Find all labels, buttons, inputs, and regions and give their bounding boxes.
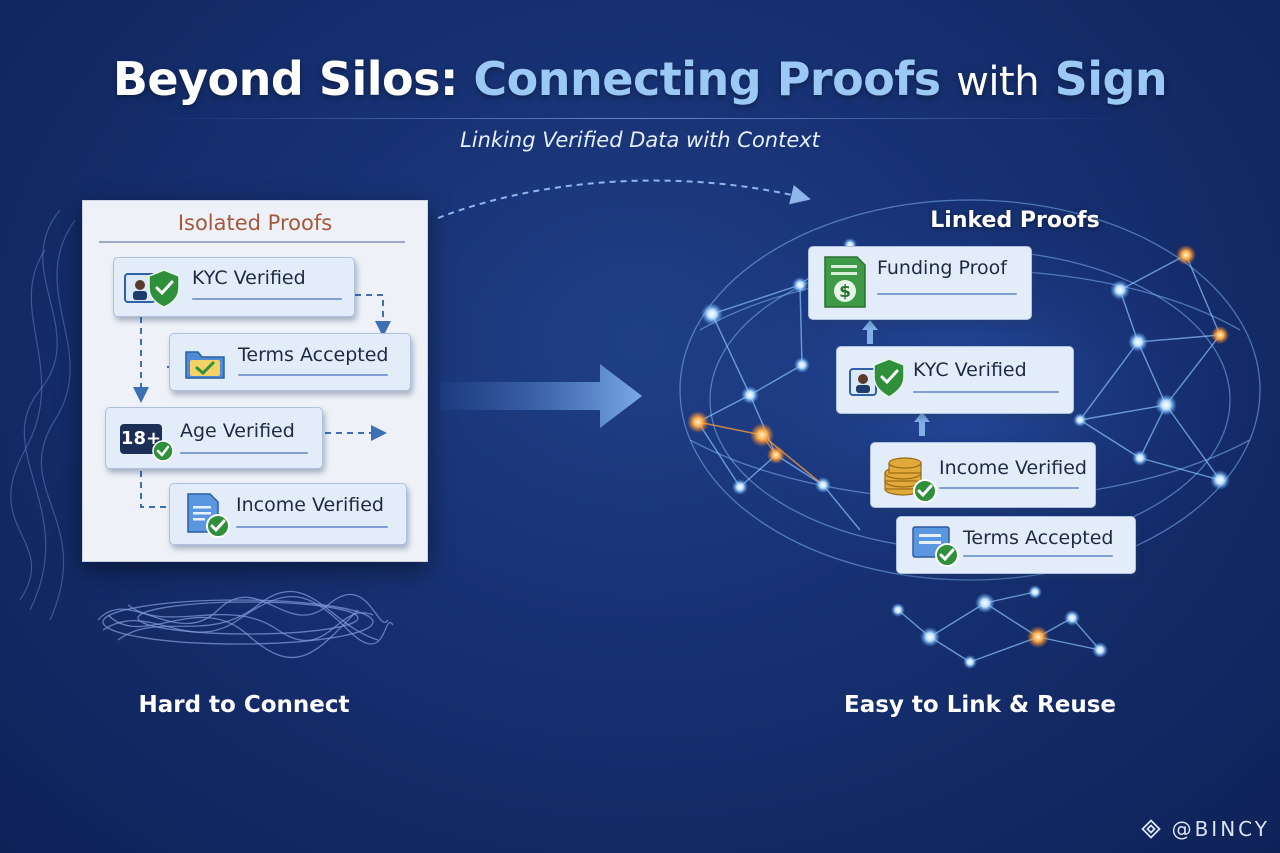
isolated-proofs-title: Isolated Proofs [177, 211, 333, 235]
transition-arrow-icon [440, 364, 642, 428]
id-card-shield-icon [124, 269, 180, 308]
linked-card-terms: Terms Accepted [896, 516, 1136, 574]
placeholder-line [238, 374, 388, 376]
isolated-card-kyc-label: KYC Verified [192, 267, 306, 289]
folder-check-icon [185, 351, 225, 379]
document-check-icon [187, 493, 230, 538]
isolated-card-terms-label: Terms Accepted [238, 344, 389, 366]
isolated-proofs-divider [99, 241, 405, 243]
isolated-card-kyc: KYC Verified [113, 257, 355, 317]
title-part-connecting: Connecting Proofs [473, 52, 941, 106]
title-part-beyond: Beyond Silos: [112, 52, 459, 106]
isolated-card-income: Income Verified [169, 483, 407, 545]
right-caption: Easy to Link & Reuse [844, 692, 1116, 718]
tangled-lines-decoration [97, 590, 394, 658]
isolated-card-terms: Terms Accepted [169, 333, 411, 391]
left-caption: Hard to Connect [138, 692, 350, 718]
title-part-with: with [956, 59, 1040, 105]
linked-card-kyc-label: KYC Verified [913, 359, 1027, 381]
linked-card-income-label: Income Verified [939, 457, 1087, 479]
isolated-proofs-panel: Isolated Proofs KYC Verified [82, 200, 428, 562]
document-check-icon [912, 526, 959, 567]
placeholder-line [963, 555, 1113, 557]
linked-card-kyc: KYC Verified [836, 346, 1074, 414]
title-divider [150, 118, 1130, 119]
placeholder-line [236, 526, 388, 528]
coin-stack-check-icon [884, 457, 937, 503]
left-swirl-decoration [10, 209, 76, 621]
linked-card-funding-label: Funding Proof [877, 257, 1007, 279]
placeholder-line [180, 452, 308, 454]
linked-card-terms-label: Terms Accepted [963, 527, 1114, 549]
check-circle-icon [152, 440, 174, 462]
isolated-card-age: 18+ Age Verified [105, 407, 323, 469]
placeholder-line [939, 487, 1079, 489]
linked-card-income: Income Verified [870, 442, 1096, 508]
id-card-shield-icon [849, 358, 905, 398]
linked-card-funding: $ Funding Proof [808, 246, 1032, 320]
placeholder-line [877, 293, 1017, 295]
main-title: Beyond Silos: Connecting Proofs with Sig… [0, 52, 1280, 106]
dashed-curve-arrow [437, 179, 811, 219]
age-badge: 18+ [120, 424, 162, 454]
linked-proofs-title: Linked Proofs [930, 208, 1100, 233]
subtitle: Linking Verified Data with Context [460, 128, 820, 152]
title-part-sign: Sign [1054, 52, 1168, 106]
diamond-logo-icon [1141, 819, 1161, 839]
svg-text:$: $ [839, 282, 851, 302]
dollar-document-icon: $ [824, 256, 866, 308]
isolated-card-age-label: Age Verified [180, 420, 295, 442]
placeholder-line [192, 298, 342, 300]
linked-flow-arrows [862, 320, 930, 436]
isolated-card-income-label: Income Verified [236, 494, 384, 516]
watermark-text: @BINCY [1171, 817, 1270, 841]
watermark: @BINCY [1140, 817, 1270, 841]
placeholder-line [913, 391, 1059, 393]
